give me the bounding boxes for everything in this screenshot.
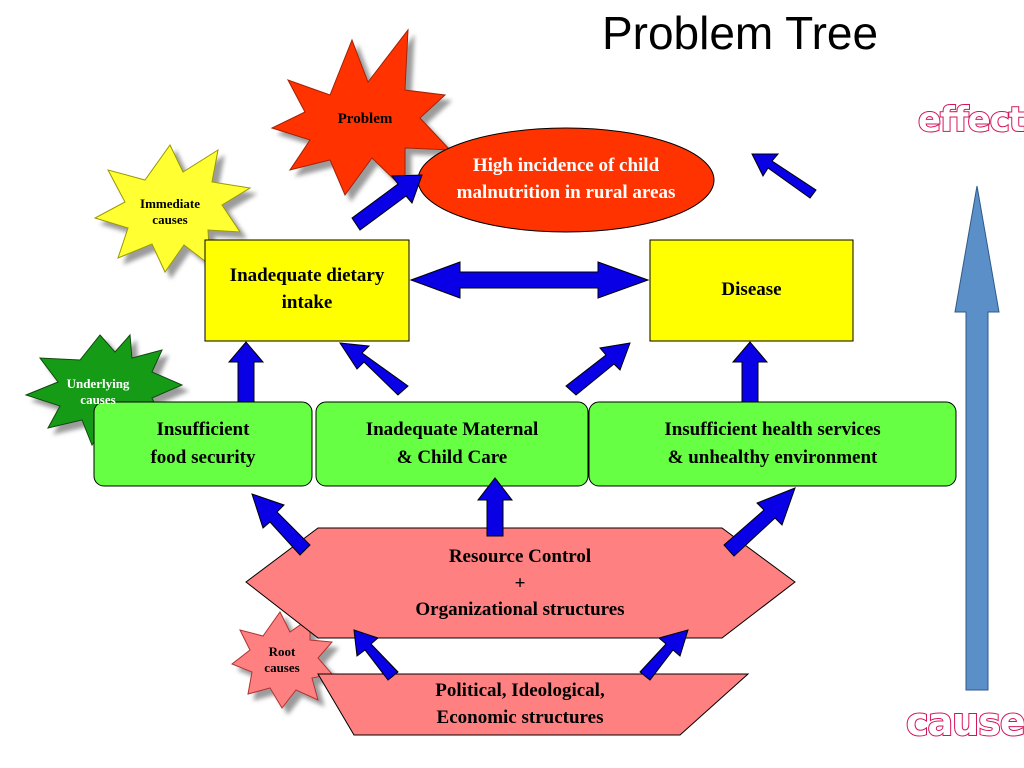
political-text: Political, Ideological, Economic structu… xyxy=(435,680,605,728)
disease-box xyxy=(649,239,854,342)
problem-burst xyxy=(270,28,452,197)
immediate-burst xyxy=(93,144,252,273)
arrow-maternal-to-disease xyxy=(565,342,631,396)
arrow-political-to-resource-right xyxy=(639,629,689,681)
maternal-care-text: Inadequate Maternal & Child Care xyxy=(365,419,539,468)
immediate-label: Immediate causes xyxy=(140,195,200,227)
cause-label: cause xyxy=(905,699,1024,745)
underlying-label: Underlying causes xyxy=(66,375,130,407)
arrow-resource-to-food xyxy=(251,493,311,556)
cause-effect-arrow xyxy=(954,185,1000,691)
disease-text: Disease xyxy=(721,278,782,300)
arrow-disease-to-problem xyxy=(751,153,817,199)
problem-label: Problem xyxy=(337,110,393,127)
main-problem-text: High incidence of child malnutrition in … xyxy=(456,155,676,203)
health-services-text: Insufficient health services & unhealthy… xyxy=(664,419,881,468)
food-security-box xyxy=(93,401,313,487)
political-shape xyxy=(317,673,750,736)
dietary-box xyxy=(204,239,410,342)
maternal-care-box xyxy=(315,401,589,487)
health-services-box xyxy=(588,401,957,487)
arrow-maternal-to-dietary xyxy=(339,342,409,396)
resource-control-shape xyxy=(245,527,796,639)
arrow-health-to-disease xyxy=(731,341,769,403)
arrow-dietary-to-problem xyxy=(351,174,423,231)
food-security-text: Insufficient food security xyxy=(150,419,256,468)
page-title: Problem Tree xyxy=(601,7,879,59)
arrow-political-to-resource-left xyxy=(353,629,399,681)
arrow-resource-to-health xyxy=(723,487,796,557)
resource-control-text: Resource Control + Organizational struct… xyxy=(415,546,625,621)
arrow-resource-to-maternal xyxy=(476,477,514,537)
effect-label: effect xyxy=(917,99,1024,141)
root-burst xyxy=(231,611,334,709)
arrow-food-to-dietary xyxy=(227,341,265,403)
arrow-dietary-disease xyxy=(409,261,650,299)
root-label: Root causes xyxy=(264,643,300,675)
dietary-text: Inadequate dietary intake xyxy=(229,265,385,313)
